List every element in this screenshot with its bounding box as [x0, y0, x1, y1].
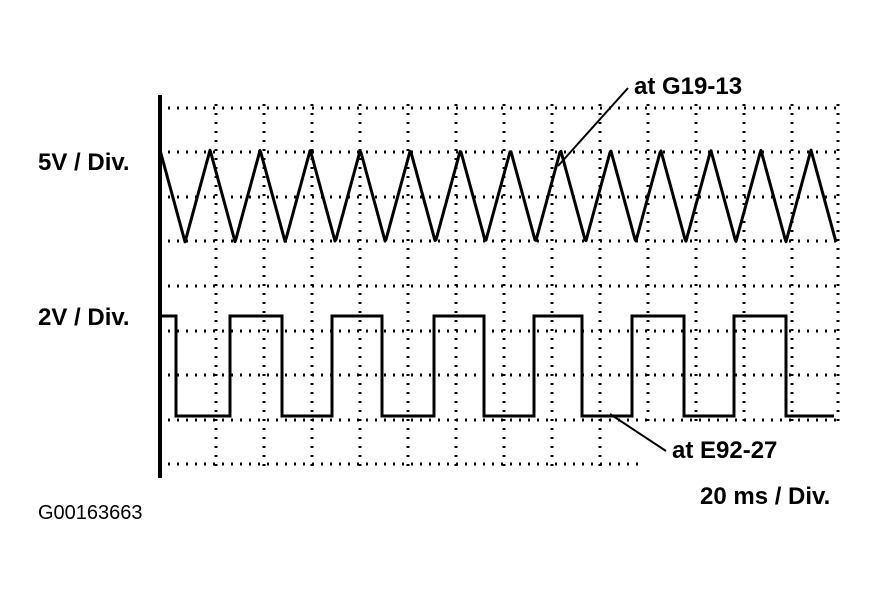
figure-id: G00163663: [38, 502, 143, 524]
callout-label-upper: at G19-13: [634, 73, 742, 100]
dotted-grid: [168, 104, 840, 466]
square-waveform-trace: [160, 314, 834, 418]
triangle-waveform-trace: [158, 148, 838, 244]
callout-leader-lower: [609, 413, 667, 452]
time-scale-label: 20 ms / Div.: [700, 483, 830, 510]
upper-scale-label: 5V / Div.: [38, 149, 130, 176]
callout-label-lower: at E92-27: [672, 437, 777, 464]
callout-leader-upper: [557, 87, 629, 167]
lower-scale-label: 2V / Div.: [38, 304, 130, 331]
